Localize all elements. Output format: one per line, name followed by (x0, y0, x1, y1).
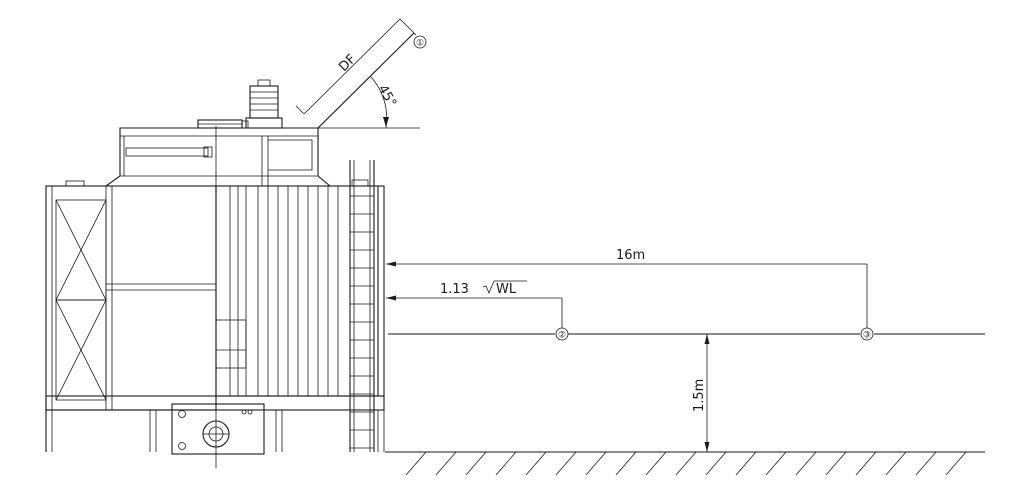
measurement-point-1: ① (413, 35, 427, 49)
duct-label: DF (336, 52, 359, 75)
left-inlet-section (45, 180, 217, 452)
fan-deck (105, 126, 331, 468)
point-2-label: ② (558, 331, 566, 341)
distance-16m-label: 16m (616, 248, 645, 263)
ground-hatching (405, 451, 967, 476)
duct-direction-annotation: DF 45° (295, 18, 420, 129)
dimension-1-5m: 1.5m (692, 334, 710, 452)
point-3-label: ③ (863, 331, 871, 341)
fan-motor (197, 79, 283, 129)
measurement-point-2: ② (555, 327, 569, 341)
cooling-tower (45, 79, 385, 468)
ground (385, 451, 985, 476)
distance-formula-coef: 1.13 (440, 282, 469, 297)
measurement-point-3: ③ (860, 327, 874, 341)
fill-section (215, 185, 385, 397)
height-1-5m-label: 1.5m (692, 379, 707, 412)
point-1-label: ① (416, 39, 424, 49)
dimension-formula: 1.13 WL (386, 280, 563, 328)
dimension-16m: 16m (386, 248, 868, 328)
basin-frame (45, 395, 385, 455)
distance-formula-var: WL (496, 282, 517, 297)
ladder (349, 160, 375, 452)
